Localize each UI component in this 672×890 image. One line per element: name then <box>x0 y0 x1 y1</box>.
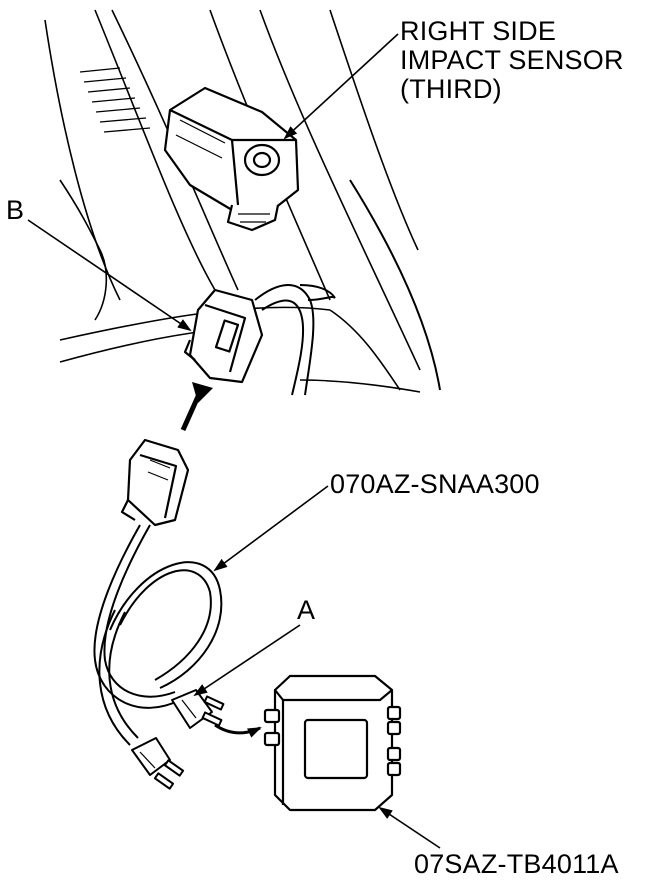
label-callout-a: A <box>297 595 316 625</box>
body-panel <box>44 9 441 393</box>
label-impact-sensor-line2: IMPACT SENSOR <box>400 45 624 75</box>
panel-ribs <box>79 67 151 133</box>
connector-a <box>171 689 225 729</box>
jumper-harness <box>93 524 223 746</box>
leader-lines <box>27 33 441 849</box>
impact-sensor <box>163 86 300 232</box>
leader-harness <box>213 485 329 572</box>
harness-wires-b <box>254 284 336 396</box>
label-impact-sensor: RIGHT SIDE IMPACT SENSOR (THIRD) <box>400 17 624 104</box>
label-impact-sensor-line1: RIGHT SIDE <box>400 16 557 46</box>
leader-a <box>193 624 301 697</box>
connector-b <box>183 288 264 384</box>
label-harness-part-number: 070AZ-SNAA300 <box>330 469 540 499</box>
label-impact-sensor-line3: (THIRD) <box>400 74 502 104</box>
test-plug <box>131 737 185 790</box>
connect-arrow <box>180 382 213 432</box>
leader-sensor <box>283 33 399 140</box>
leader-b <box>27 219 192 332</box>
label-simulator-part-number: 07SAZ-TB4011A <box>414 849 619 879</box>
leader-box <box>378 806 441 849</box>
harness-connector <box>120 438 190 527</box>
simulator-box <box>263 674 402 812</box>
label-callout-b: B <box>6 195 25 225</box>
plug-arrow <box>214 723 262 738</box>
